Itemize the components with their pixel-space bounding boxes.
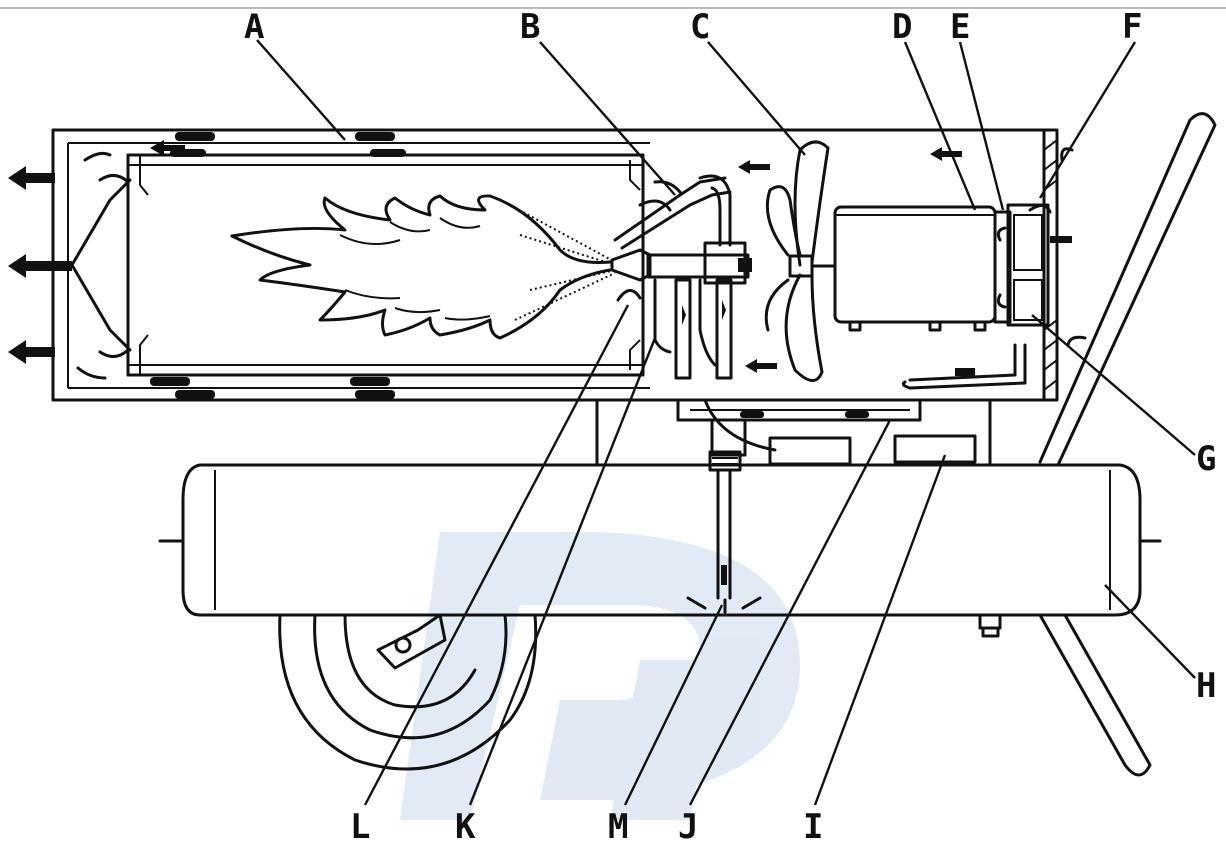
fan-icon	[764, 140, 837, 382]
label-g: G	[1196, 439, 1216, 479]
combustion-chamber	[126, 153, 645, 377]
ignition-electrodes	[613, 174, 732, 302]
label-c: C	[690, 7, 710, 47]
label-l: L	[350, 807, 370, 847]
callout-c: C	[690, 7, 806, 156]
callout-k: K	[455, 337, 657, 847]
motor	[833, 205, 1012, 332]
outlet-deflector	[70, 151, 132, 380]
flame-icon	[230, 194, 616, 340]
callout-g: G	[1031, 314, 1216, 479]
underbody	[595, 398, 992, 472]
control-box	[996, 203, 1072, 327]
handle	[1038, 112, 1217, 777]
wheel	[278, 613, 538, 771]
callout-e: E	[950, 7, 1005, 211]
outlet-arrows	[8, 140, 962, 373]
callout-h: H	[1104, 584, 1216, 706]
callout-a: A	[244, 7, 346, 141]
intake-grille	[1042, 128, 1087, 402]
fuel-pickup	[686, 468, 762, 614]
watermark-logo	[400, 532, 800, 820]
callout-i: I	[803, 454, 947, 847]
burner-nozzle	[610, 241, 752, 285]
label-f: F	[1122, 7, 1142, 47]
heater-housing	[51, 128, 1059, 402]
label-i: I	[803, 807, 823, 847]
bottom-pipe	[901, 343, 1027, 390]
callout-b: B	[520, 7, 676, 196]
chamber-clips	[150, 132, 406, 399]
label-b: B	[520, 7, 540, 47]
fuel-tank	[158, 463, 1162, 638]
label-j: J	[678, 807, 698, 847]
label-a: A	[244, 7, 264, 47]
callout-j: J	[678, 419, 892, 847]
label-k: K	[455, 807, 476, 847]
label-d: D	[892, 7, 912, 47]
label-m: M	[608, 807, 628, 847]
label-e: E	[950, 7, 970, 47]
callout-l: L	[350, 304, 630, 847]
callout-m: M	[608, 604, 724, 847]
callout-d: D	[892, 7, 977, 211]
callout-f: F	[1038, 7, 1142, 199]
fuel-lines	[653, 278, 733, 380]
label-h: H	[1196, 666, 1216, 706]
